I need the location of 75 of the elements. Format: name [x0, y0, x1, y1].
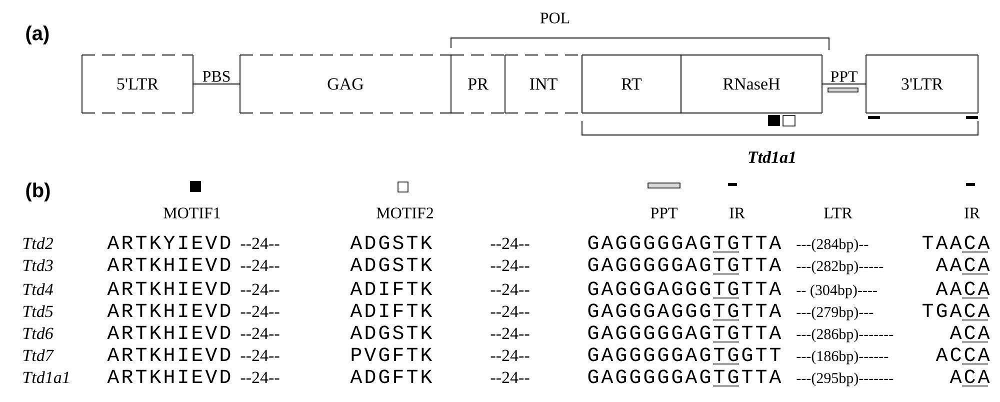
sequence-name: Ttd4: [23, 283, 53, 296]
sequence-text: AACA: [936, 282, 990, 298]
gap-length: --24--: [240, 238, 280, 249]
ltr-length: ---(282bp)-----: [796, 260, 884, 274]
sequence-text: ACA: [950, 326, 990, 342]
sequence-text: ADGSTK: [350, 326, 432, 340]
domain-box: PR: [450, 54, 506, 114]
ltr-length: ---(279bp)---: [796, 306, 874, 320]
gap-length: --24--: [240, 306, 280, 317]
sequence-text: ACCA: [936, 348, 990, 364]
edge-label: PPT: [829, 70, 859, 83]
domain-box: RT: [582, 54, 682, 114]
sequence-text: ARTKHIEVD: [107, 304, 230, 317]
sequence-text: ARTKHIEVD: [107, 326, 230, 339]
sequence-text: ACA: [950, 370, 990, 386]
sequence-text: PVGFTK: [352, 348, 432, 362]
sequence-text: ADGSTK: [350, 258, 432, 272]
gap-length: --24--: [240, 284, 280, 295]
sequence-text: ARTKHIEVD: [107, 258, 230, 271]
sequence-text: ARTKHIEVD: [107, 282, 230, 295]
panel-label: (a): [26, 26, 49, 44]
sequence-text: ADIFTK: [350, 304, 432, 317]
gap-length: --24--: [490, 350, 530, 361]
ltr-length: ---(286bp)-------: [796, 328, 894, 342]
sequence-name: Ttd5: [23, 305, 53, 318]
column-header: IR: [730, 208, 745, 218]
sequence-text: ARTKYIEVD: [107, 236, 230, 249]
gap-length: --24--: [240, 260, 280, 271]
sequence-text: GAGGGGGAGTGTTA: [588, 258, 782, 274]
sequence-text: GAGGGGGAGTGGTT: [588, 348, 780, 364]
sequence-name: Ttd3: [23, 259, 53, 272]
bracket-label: POL: [540, 12, 570, 24]
domain-box: 5'LTR: [82, 54, 194, 114]
domain-box: GAG: [240, 54, 452, 114]
column-header: PPT: [650, 208, 678, 218]
ltr-length: ---(186bp)------: [796, 350, 888, 364]
column-header: MOTIF1: [164, 208, 220, 218]
gap-length: --24--: [490, 238, 530, 249]
gap-length: --24--: [240, 372, 280, 383]
sequence-text: ARTKHIEVD: [107, 370, 230, 383]
column-header: IR: [964, 208, 980, 218]
gap-length: --24--: [490, 306, 530, 317]
column-header: MOTIF2: [376, 208, 434, 218]
sequence-name: Ttd6: [23, 327, 54, 340]
gap-length: --24--: [240, 350, 280, 361]
sequence-name: Ttd7: [23, 349, 54, 362]
ltr-length: -- (304bp)----: [796, 284, 877, 298]
sequence-text: ADGFTK: [350, 370, 432, 384]
sequence-name: Ttd1a1: [23, 371, 69, 384]
sequence-text: GAGGGAGGGTGTTA: [588, 304, 782, 320]
gap-length: --24--: [490, 284, 530, 295]
sequence-text: GAGGGGGAGTGTTA: [588, 370, 782, 386]
gap-length: --24--: [240, 328, 280, 339]
sequence-text: TAACA: [922, 236, 990, 252]
domain-box: 3'LTR: [866, 54, 978, 114]
bracket-label: Ttd1a1: [748, 151, 795, 163]
sequence-text: GAGGGAGGGTGTTA: [588, 282, 782, 298]
sequence-name: Ttd2: [23, 237, 53, 250]
sequence-text: ADGSTK: [350, 236, 432, 250]
sequence-text: GAGGGGGAGTGTTA: [588, 236, 782, 252]
sequence-text: ADIFTK: [350, 282, 432, 295]
panel-label: (b): [26, 182, 50, 202]
sequence-text: AACA: [936, 258, 990, 274]
edge-label: PBS: [201, 70, 232, 83]
ltr-length: ---(284bp)--: [796, 238, 868, 252]
column-header: LTR: [824, 208, 852, 218]
sequence-text: GAGGGGGAGTGTTA: [588, 326, 782, 342]
sequence-text: ARTKHIEVD: [107, 348, 230, 361]
domain-box: RNaseH: [680, 54, 822, 114]
gap-length: --24--: [490, 260, 530, 271]
sequence-text: TGACA: [922, 304, 990, 320]
domain-box: INT: [504, 54, 582, 114]
gap-length: --24--: [490, 372, 530, 383]
ltr-length: ---(295bp)-------: [796, 372, 894, 386]
gap-length: --24--: [490, 328, 530, 339]
